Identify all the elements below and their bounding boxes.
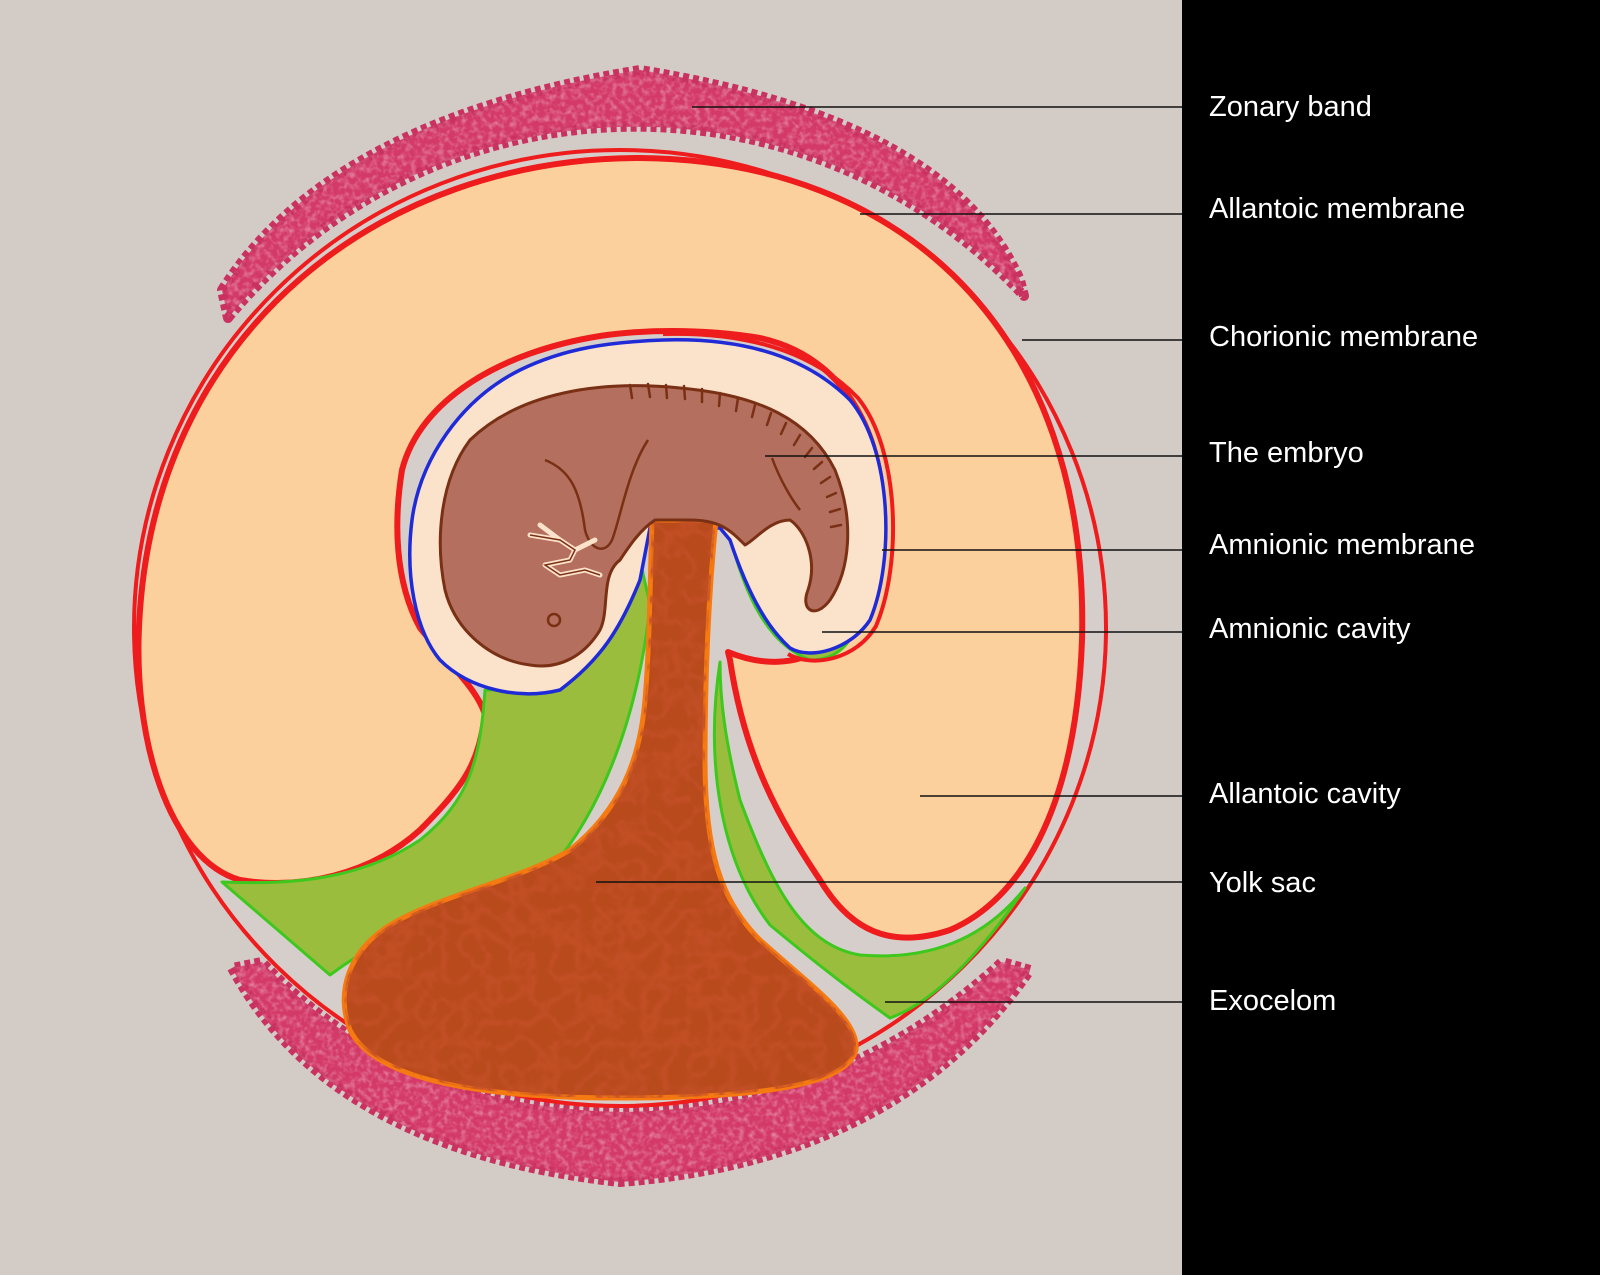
label-zonary-band: Zonary band <box>1209 91 1372 123</box>
yolk-sac-texture <box>344 520 857 1098</box>
zonary-band <box>217 65 1035 1187</box>
label-embryo: The embryo <box>1209 437 1364 469</box>
embryo-eye <box>546 612 562 628</box>
label-allantoic-cavity: Allantoic cavity <box>1209 778 1401 810</box>
embryo-fold-line-2 <box>770 457 801 511</box>
embryo-heart-outline <box>529 534 601 576</box>
embryo <box>438 382 850 668</box>
exocelom-right <box>712 660 1027 1020</box>
zonary-band-bottom-texture <box>232 962 1030 1182</box>
label-chorionic-membrane: Chorionic membrane <box>1209 321 1479 353</box>
embryo-somites <box>628 382 843 529</box>
label-amnionic-membrane: Amnionic membrane <box>1209 529 1475 561</box>
zonary-band-top-texture <box>222 70 1024 318</box>
label-allantoic-membrane: Allantoic membrane <box>1209 193 1466 225</box>
label-exocelom: Exocelom <box>1209 985 1337 1017</box>
embryo-fold-line-1 <box>544 439 650 550</box>
leader-lines <box>596 106 1182 1003</box>
yolk-sac <box>341 517 859 1101</box>
label-yolk-sac: Yolk sac <box>1209 867 1316 899</box>
label-panel <box>1182 0 1600 1275</box>
label-amnionic-cavity: Amnionic cavity <box>1209 613 1411 645</box>
amnionic-membrane-red-outline <box>662 331 896 663</box>
allantoic-cavity <box>135 155 1086 941</box>
embryo-body <box>438 384 850 668</box>
